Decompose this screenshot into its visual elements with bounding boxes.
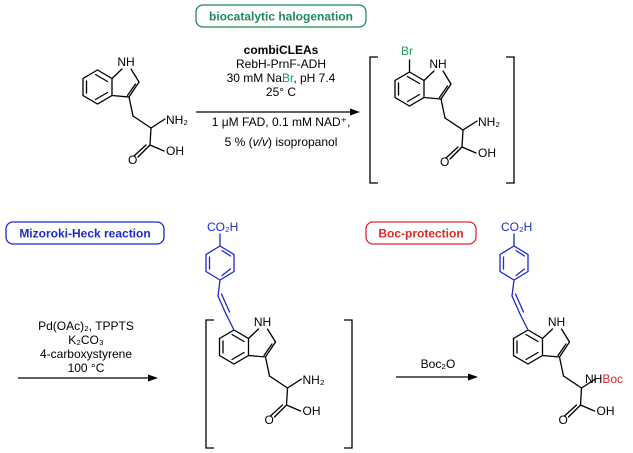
step1-conditions: combiCLEAs RebH-PrnF-ADH 30 mM NaBr, pH …: [212, 43, 351, 149]
carbonate-label: K₂CO₃: [68, 333, 104, 347]
styryl-hydroxyl-oh-label: OH: [303, 404, 321, 418]
bromotryptophan-brackets: [369, 56, 515, 184]
boc-tag-label: Boc-protection: [378, 227, 463, 241]
boc-protection-tag: Boc-protection: [365, 221, 477, 245]
enzyme-label: RebH-PrnF-ADH: [236, 57, 326, 71]
styryl-linker: [205, 233, 235, 331]
palladium-label: Pd(OAc)₂, TPPTS: [38, 319, 134, 333]
styryl-indole-nh-label: NH: [254, 315, 271, 329]
heck-tag-label: Mizoroki-Heck reaction: [19, 227, 150, 241]
product-indole-nh-label: NH: [548, 315, 565, 329]
biocatalytic-halogenation-tag: biocatalytic halogenation: [195, 4, 367, 28]
product-hydroxyl-oh-label: OH: [597, 404, 615, 418]
styryl-tryptophan-structure: [218, 328, 303, 418]
bromotryptophan-structure: [394, 59, 478, 160]
step1-arrow: [196, 108, 360, 116]
temperature-label: 25° C: [266, 85, 296, 99]
cofactor-label: 1 μM FAD, 0.1 mM NAD⁺,: [212, 115, 351, 129]
isopropanol-label: 5 % (v/v) isopropanol: [225, 135, 338, 149]
carboxystyrene-label: 4-carboxystyrene: [40, 347, 132, 361]
hydroxyl-oh-label: OH: [166, 144, 184, 158]
bromo-indole-nh-label: NH: [429, 57, 446, 71]
boc-product-structure: [512, 328, 597, 418]
boc-product-linker: [499, 233, 529, 331]
product-carboxylic-acid-label: CO₂H: [501, 220, 532, 234]
styryl-tryptophan-brackets: [205, 319, 353, 449]
styryl-amine-nh2-label: NH₂: [303, 373, 325, 387]
nabr-line: 30 mM NaBr, pH 7.4: [227, 71, 336, 85]
boc-anhydride-label: Boc₂O: [421, 357, 456, 371]
halogenation-tag-label: biocatalytic halogenation: [209, 10, 353, 24]
mizoroki-heck-tag: Mizoroki-Heck reaction: [5, 221, 165, 245]
bromo-hydroxyl-oh-label: OH: [478, 146, 496, 160]
combiclea-label: combiCLEAs: [244, 43, 319, 57]
indole-nh-label: NH: [117, 55, 134, 69]
styryl-carbonyl-o-label: O: [265, 413, 274, 427]
tryptophan-structure: [82, 68, 166, 158]
step2-conditions: Pd(OAc)₂, TPPTS K₂CO₃ 4-carboxystyrene 1…: [38, 319, 134, 375]
amine-nh2-label: NH₂: [166, 113, 188, 127]
step2-arrow: [18, 374, 158, 382]
bromo-amine-nh2-label: NH₂: [478, 115, 500, 129]
heck-temperature-label: 100 °C: [68, 361, 105, 375]
bromine-label: Br: [401, 44, 413, 58]
carbonyl-o-label: O: [128, 153, 137, 167]
product-carbonyl-o-label: O: [559, 413, 568, 427]
carboxylic-acid-label: CO₂H: [207, 220, 238, 234]
nhboc-label: NHBoc: [585, 372, 623, 386]
step3-arrow: [396, 373, 478, 381]
bromo-carbonyl-o-label: O: [440, 155, 449, 169]
